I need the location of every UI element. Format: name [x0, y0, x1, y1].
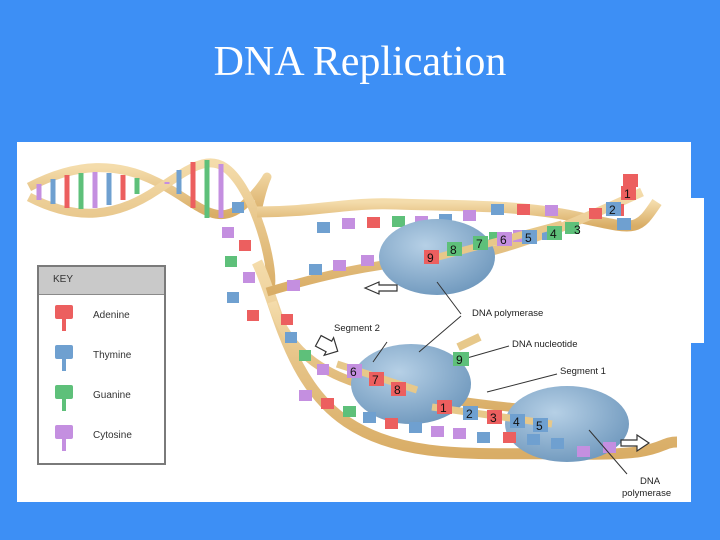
double-helix [26, 158, 276, 297]
segment2-number-7: 7 [372, 373, 379, 387]
callout-lines [372, 281, 628, 475]
slide-title: DNA Replication [213, 39, 507, 85]
free-nucleotide-number: 9 [456, 353, 463, 367]
thymine-swatch-icon [55, 345, 73, 371]
right-edge-strip [691, 142, 720, 198]
segment2-number-8: 8 [394, 383, 401, 397]
dna-nucleotide-label: DNA nucleotide [512, 339, 578, 350]
key-legend: KEY Adenine Thymine Guanine Cytosine [37, 265, 166, 465]
dna-polymerase-label-top: DNA polymerase [472, 308, 544, 319]
segment-2-label: Segment 2 [334, 323, 380, 334]
key-entry-thymine: Thymine [49, 343, 164, 379]
upper-number-4: 4 [550, 227, 557, 241]
key-entry-adenine: Adenine [49, 303, 164, 339]
upper-number-7: 7 [476, 237, 483, 251]
key-entry-guanine: Guanine [49, 383, 164, 419]
segment1-number-2: 2 [466, 407, 473, 421]
upper-number-8: 8 [450, 243, 457, 257]
right-edge-patch [691, 198, 704, 343]
upper-number-5: 5 [525, 231, 532, 245]
key-label-guanine: Guanine [93, 390, 131, 401]
upper-number-9: 9 [427, 251, 434, 265]
numbered-nucleotides: 1 2 3 4 5 6 7 8 9 9 6 7 8 1 [347, 186, 636, 433]
segment1-number-4: 4 [513, 415, 520, 429]
dna-polymerase-label-bottom-line2: polymerase [622, 488, 672, 499]
dna-polymerase-label-bottom-line1: DNA [640, 476, 661, 487]
upper-number-6: 6 [500, 233, 507, 247]
lower-nucleotides [299, 390, 616, 457]
upper-number-3: 3 [574, 223, 581, 237]
key-heading: KEY [39, 267, 164, 295]
direction-arrows [314, 281, 651, 453]
helix-side-nucleotides [222, 202, 329, 375]
segment1-number-3: 3 [490, 411, 497, 425]
segment1-number-5: 5 [536, 419, 543, 433]
upper-number-2: 2 [609, 203, 616, 217]
key-label-cytosine: Cytosine [93, 430, 132, 441]
segment1-number-1: 1 [440, 401, 447, 415]
replication-diagram: 1 2 3 4 5 6 7 8 9 9 6 7 8 1 [26, 158, 678, 475]
guanine-swatch-icon [55, 385, 73, 411]
segment-1-label: Segment 1 [560, 366, 606, 377]
segment2-number-6: 6 [350, 365, 357, 379]
key-label-adenine: Adenine [93, 310, 130, 321]
key-label-thymine: Thymine [93, 350, 132, 361]
upper-number-1: 1 [624, 187, 631, 201]
adenine-swatch-icon [55, 305, 73, 331]
key-entry-cytosine: Cytosine [49, 423, 164, 459]
incoming-nucleotide [456, 333, 482, 351]
cytosine-swatch-icon [55, 425, 73, 451]
